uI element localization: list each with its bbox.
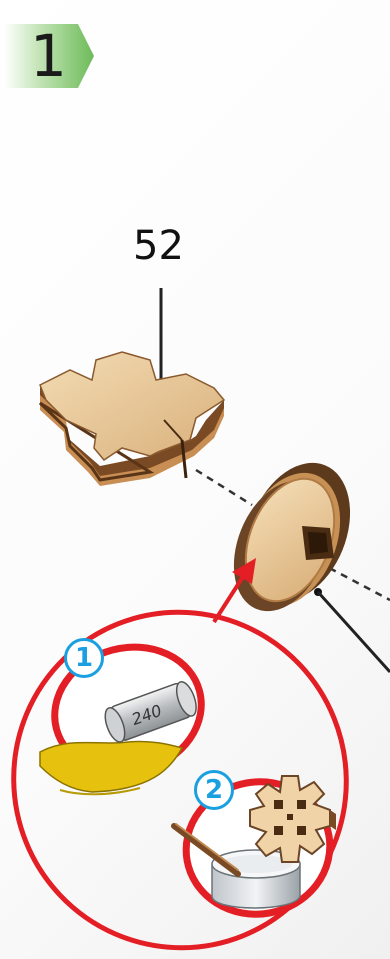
step-1-marker: 1 [64, 638, 104, 678]
wooden-disc [216, 447, 370, 625]
disc-leader-line [318, 592, 390, 672]
step-2-marker: 2 [194, 770, 234, 810]
cross-part-52 [40, 352, 224, 486]
